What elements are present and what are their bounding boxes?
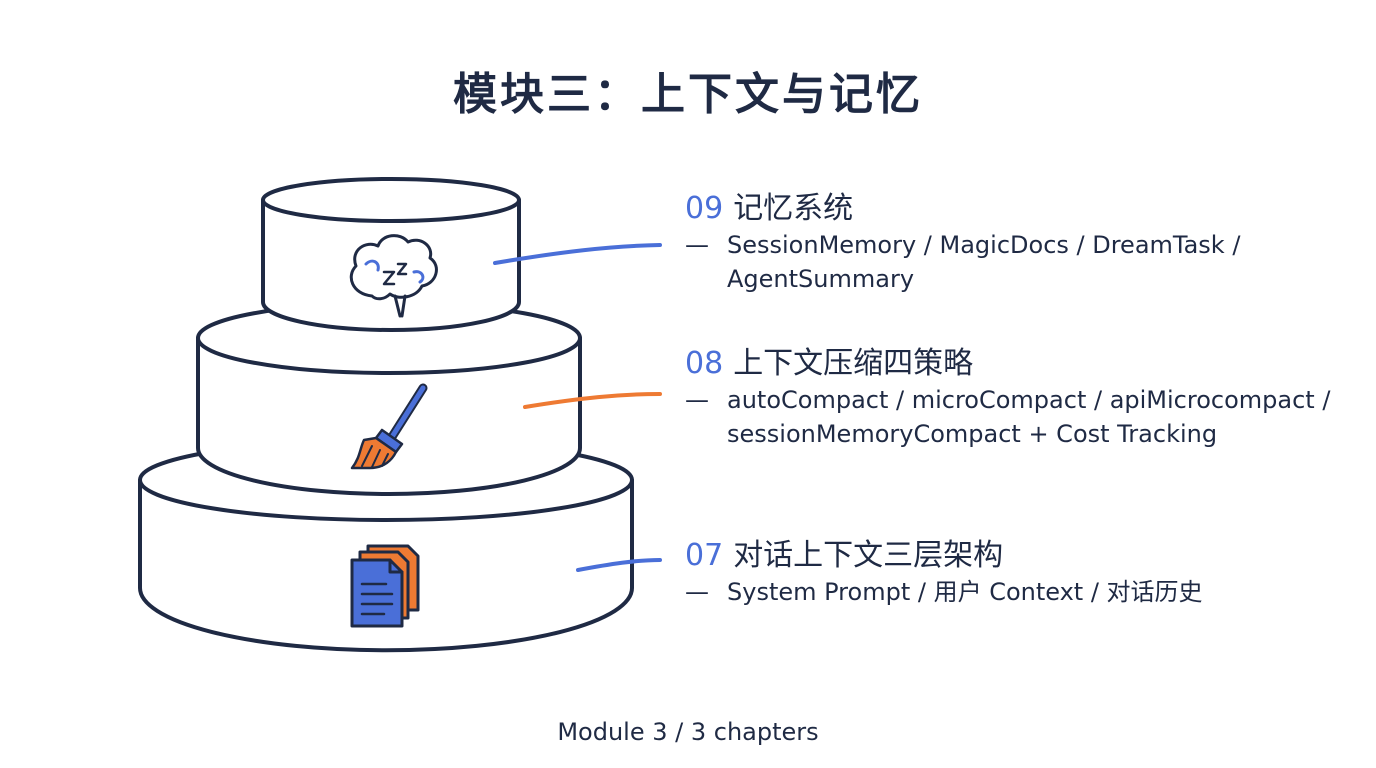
chapter-08: 08 上下文压缩四策略 — autoCompact / microCompact /…	[685, 345, 1330, 451]
broom-icon	[350, 383, 428, 470]
chapter-items-line2: sessionMemoryCompact + Cost Tracking	[727, 420, 1218, 448]
sleeping-brain-icon	[349, 234, 438, 318]
page-title: 模块三：上下文与记忆	[453, 69, 923, 120]
chapter-title: 上下文压缩四策略	[733, 346, 974, 381]
chapter-number: 08	[685, 346, 724, 381]
dash: —	[685, 386, 709, 414]
chapter-number: 09	[685, 191, 724, 226]
dash: —	[685, 231, 709, 259]
connector-line-07	[576, 558, 662, 572]
connector-line-09	[493, 243, 662, 265]
chapter-number: 07	[685, 538, 724, 573]
chapter-items-line1: autoCompact / microCompact / apiMicrocom…	[727, 386, 1331, 414]
chapter-07: 07 对话上下文三层架构 — System Prompt / 用户 Context …	[685, 537, 1203, 609]
chapter-09: 09 记忆系统 — SessionMemory / MagicDocs / Drea…	[685, 190, 1240, 296]
chapter-items-line1: System Prompt / 用户 Context / 对话历史	[727, 578, 1203, 606]
dash: —	[685, 578, 709, 606]
chapter-title: 对话上下文三层架构	[733, 538, 1004, 573]
chapter-items-line1: SessionMemory / MagicDocs / DreamTask /	[727, 231, 1241, 259]
chapter-title: 记忆系统	[733, 191, 854, 226]
connector-line-08	[523, 392, 662, 409]
footer-module-info: Module 3 / 3 chapters	[557, 718, 819, 746]
documents-icon	[350, 544, 420, 628]
chapter-items-line2: AgentSummary	[727, 265, 915, 293]
